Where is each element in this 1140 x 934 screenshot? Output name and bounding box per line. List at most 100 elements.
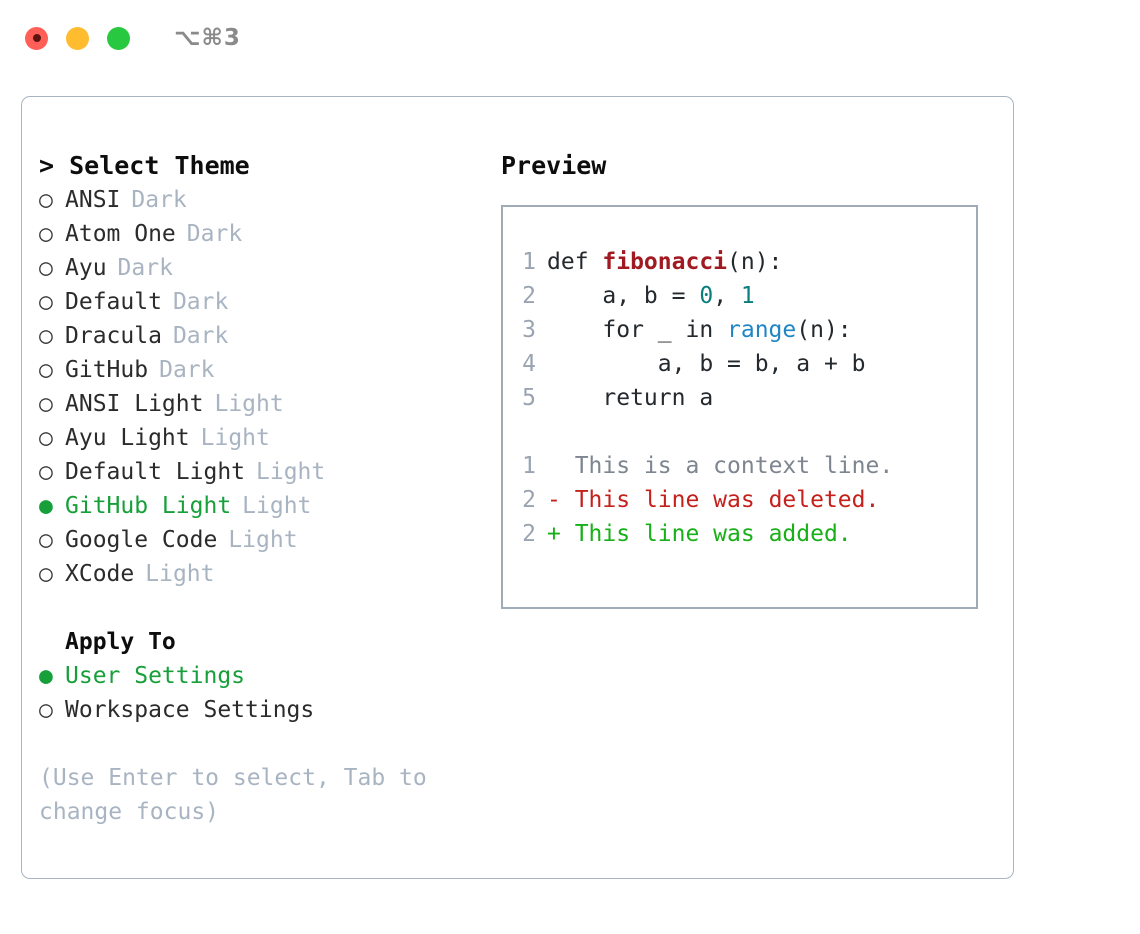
radio-unselected-icon[interactable]: ○: [39, 255, 53, 281]
code-token-num: 1: [740, 283, 755, 309]
theme-option[interactable]: ○ Ayu Dark: [39, 251, 479, 285]
keyboard-hint-text: (Use Enter to select, Tab to change focu…: [39, 765, 427, 825]
diff-marker: +: [547, 521, 575, 547]
apply-to-label: User Settings: [65, 663, 246, 689]
radio-unselected-icon[interactable]: ○: [39, 187, 53, 213]
theme-variant-badge: Dark: [172, 289, 229, 315]
theme-variant-badge: Light: [214, 391, 284, 417]
theme-option[interactable]: ○ XCode Light: [39, 557, 479, 591]
apply-to-option[interactable]: ○ Workspace Settings: [39, 693, 479, 727]
select-theme-header: > Select Theme: [39, 151, 250, 180]
theme-name: XCode: [65, 561, 135, 587]
code-line: 5 return a: [503, 381, 976, 415]
radio-selected-icon[interactable]: ●: [39, 663, 53, 689]
line-number: 1: [522, 453, 536, 479]
preview-title: Preview: [501, 151, 607, 180]
theme-name: Ayu: [65, 255, 107, 281]
window-controls: [25, 26, 130, 50]
code-token-plain: (n):: [796, 317, 852, 343]
theme-variant-badge: Light: [228, 527, 298, 553]
theme-option[interactable]: ○ ANSI Light Light: [39, 387, 479, 421]
code-token-plain: a, b = b, a + b: [547, 351, 866, 377]
diff-line: 2- This line was deleted.: [503, 483, 976, 517]
line-number: 2: [522, 283, 536, 309]
apply-to-option[interactable]: ● User Settings: [39, 659, 479, 693]
code-text: def fibonacci(n):: [547, 245, 782, 279]
theme-name: ANSI Light: [65, 391, 204, 417]
theme-name: Default Light: [65, 459, 246, 485]
code-text: return a: [547, 381, 713, 415]
code-line: 3 for _ in range(n):: [503, 313, 976, 347]
code-token-plain: (n):: [727, 249, 783, 275]
apply-to-list[interactable]: ● User Settings ○ Workspace Settings: [39, 659, 479, 727]
diff-marker: [547, 449, 575, 483]
radio-unselected-icon[interactable]: ○: [39, 459, 53, 485]
code-token-plain: for _ in: [547, 317, 728, 343]
radio-unselected-icon[interactable]: ○: [39, 697, 53, 723]
theme-option[interactable]: ● GitHub Light Light: [39, 489, 479, 523]
diff-line: 2 + This line was added.: [503, 517, 976, 551]
radio-unselected-icon[interactable]: ○: [39, 289, 53, 315]
theme-variant-badge: Dark: [117, 255, 173, 281]
radio-unselected-icon[interactable]: ○: [39, 561, 53, 587]
code-text: for _ in range(n):: [547, 313, 852, 347]
close-button[interactable]: [25, 26, 48, 50]
radio-unselected-icon[interactable]: ○: [39, 425, 53, 451]
maximize-button[interactable]: [107, 26, 130, 50]
theme-name: Atom One: [65, 221, 176, 247]
line-number: 5: [522, 385, 536, 411]
radio-unselected-icon[interactable]: ○: [39, 323, 53, 349]
radio-unselected-icon[interactable]: ○: [39, 357, 53, 383]
line-number: 3: [522, 317, 536, 343]
radio-selected-icon[interactable]: ●: [39, 493, 53, 519]
theme-option[interactable]: ○ Google Code Light: [39, 523, 479, 557]
line-number: 2: [522, 521, 536, 547]
apply-to-header: Apply To: [65, 629, 176, 655]
theme-name: GitHub: [65, 357, 149, 383]
radio-unselected-icon[interactable]: ○: [39, 391, 53, 417]
theme-name: GitHub Light: [65, 493, 232, 519]
code-text: a, b = b, a + b: [547, 347, 866, 381]
theme-name: Dracula: [65, 323, 162, 349]
radio-unselected-icon[interactable]: ○: [39, 221, 53, 247]
theme-variant-badge: Light: [145, 561, 215, 587]
code-diff-gap: [503, 415, 976, 449]
theme-variant-badge: Dark: [131, 187, 187, 213]
title-bar: ⌥⌘3: [0, 0, 1140, 76]
diff-text: This is a context line.: [574, 453, 894, 479]
line-number: 4: [522, 351, 536, 377]
apply-to-label: Workspace Settings: [65, 697, 315, 723]
theme-option[interactable]: ○ Default Light Light: [39, 455, 479, 489]
radio-unselected-icon[interactable]: ○: [39, 527, 53, 553]
theme-option[interactable]: ○ Default Dark: [39, 285, 479, 319]
list-spacer: [39, 591, 479, 625]
code-token-plain: return a: [547, 385, 714, 411]
diff-text: This line was deleted.: [574, 487, 880, 513]
code-token-builtin: range: [727, 317, 797, 343]
code-token-num: 0: [699, 283, 714, 309]
theme-name: Google Code: [65, 527, 218, 553]
keyboard-shortcut-label: ⌥⌘3: [174, 25, 241, 51]
theme-variant-badge: Light: [256, 459, 326, 485]
diff-sample: 1 This is a context line. 2- This line wa…: [503, 449, 976, 551]
code-token-plain: a, b =: [547, 283, 700, 309]
code-token-fn: fibonacci: [602, 249, 728, 275]
diff-marker: -: [547, 487, 575, 513]
theme-variant-badge: Light: [242, 493, 312, 519]
theme-name: Ayu Light: [65, 425, 190, 451]
minimize-button[interactable]: [66, 26, 89, 50]
code-line: 2 a, b = 0, 1: [503, 279, 976, 313]
diff-text: This line was added.: [574, 521, 852, 547]
line-number: 2: [522, 487, 536, 513]
theme-name: Default: [65, 289, 162, 315]
